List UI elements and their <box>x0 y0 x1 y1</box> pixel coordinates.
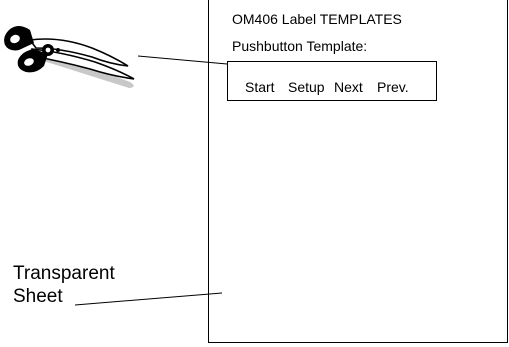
scissors-icon <box>4 26 135 88</box>
callout-line-1: Transparent <box>13 263 115 284</box>
scissors-leader-line <box>137 55 228 65</box>
template-label-prev: Prev. <box>377 79 409 95</box>
template-label-start: Start <box>245 79 275 95</box>
pushbutton-template-strip <box>227 61 437 101</box>
template-label-setup: Setup <box>288 79 325 95</box>
callout-line-2: Sheet <box>13 286 63 307</box>
callout-leader-line <box>74 292 223 306</box>
template-label-next: Next <box>334 79 363 95</box>
sheet-subtitle: Pushbutton Template: <box>232 38 368 54</box>
sheet-title: OM406 Label TEMPLATES <box>232 11 402 27</box>
transparent-sheet <box>208 0 508 343</box>
transparent-sheet-callout: Transparent Sheet <box>13 262 115 308</box>
